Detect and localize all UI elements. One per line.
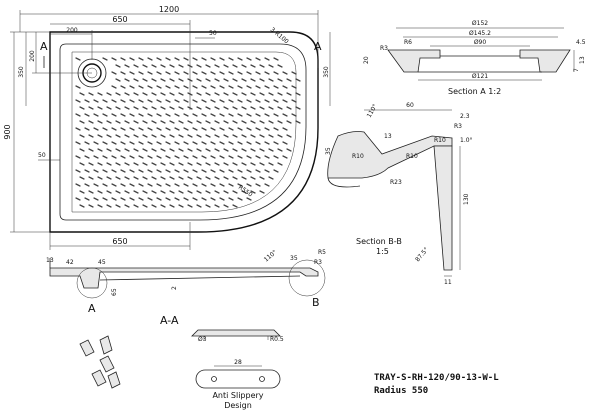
rim-skirt xyxy=(433,145,453,271)
dim-200-left: 200 xyxy=(29,50,36,62)
waste-h13: 13 xyxy=(579,56,586,64)
waste-h7: 7 xyxy=(573,68,580,72)
side-profile xyxy=(49,267,319,289)
dim-50-left: 50 xyxy=(38,152,46,159)
side-dim-35: 35 xyxy=(290,255,298,262)
waste-d121: Ø121 xyxy=(472,73,488,80)
product-radius: Radius 550 xyxy=(374,385,428,396)
section-a-right-marker: A xyxy=(314,40,322,53)
waste-h20: 20 xyxy=(363,56,370,64)
side-section-title: A-A xyxy=(160,314,179,327)
dim-width: 1200 xyxy=(159,5,179,14)
tray-inner-outline xyxy=(59,43,307,221)
tray-outer-outline xyxy=(49,31,319,233)
waste-h45: 4.5 xyxy=(576,39,586,46)
waste-d145: Ø145.2 xyxy=(469,30,491,37)
anti-slip-pattern xyxy=(75,57,301,208)
rim-dim-110: 110° xyxy=(366,103,379,119)
rim-dim-11: 11 xyxy=(444,279,452,286)
slip-caption-1: Anti Slippery xyxy=(212,391,263,400)
waste-d90: Ø90 xyxy=(474,39,487,46)
detail-circle-a xyxy=(76,267,108,299)
slip-bar-section xyxy=(191,329,281,337)
product-block: TRAY-S-RH-120/90-13-W-L Radius 550 xyxy=(374,373,499,396)
slip-hole-right xyxy=(259,376,265,382)
rim-section-title: Section B-B xyxy=(356,237,402,246)
rim-dim-10deg: 1.0° xyxy=(460,137,473,144)
waste-flange-right xyxy=(519,49,571,73)
dim-350-left: 350 xyxy=(18,66,25,78)
rim-angle-875: 87.5° xyxy=(414,246,430,263)
side-dim-13: 13 xyxy=(46,257,54,264)
side-section: 13 42 45 65 2 110° 35 R5 R3 A B A-A xyxy=(46,249,326,327)
rim-dim-130: 130 xyxy=(463,193,470,205)
dim-depth: 900 xyxy=(3,124,12,139)
waste-r3: R3 xyxy=(380,45,388,52)
rim-dim-35: 35 xyxy=(325,147,332,155)
slip-pins-illustration xyxy=(79,335,121,389)
dim-50-top: 50 xyxy=(209,30,217,37)
side-dim-45: 45 xyxy=(98,259,106,266)
plan-view: 1200 650 200 50 3-R100 900 350 200 A 50 … xyxy=(3,5,331,250)
side-dim-110: 110° xyxy=(263,249,279,264)
slip-top-outline xyxy=(195,369,281,389)
detail-circle-b xyxy=(288,259,326,297)
side-dim-2: 2 xyxy=(171,286,178,290)
rim-r10c: R10 xyxy=(406,153,418,160)
slip-detail: Ø3 R0.5 28 Anti Slippery Design xyxy=(79,329,284,410)
slip-caption-2: Design xyxy=(224,401,252,410)
rim-profile-upper xyxy=(327,131,453,179)
slip-d3: Ø3 xyxy=(198,336,207,343)
side-dim-65: 65 xyxy=(111,288,118,296)
dim-radius-top: 3-R100 xyxy=(269,26,290,45)
side-r5: R5 xyxy=(318,249,326,256)
product-code: TRAY-S-RH-120/90-13-W-L xyxy=(374,373,499,383)
anti-slip-area xyxy=(71,51,297,213)
side-dim-42: 42 xyxy=(66,259,74,266)
slip-dim-28: 28 xyxy=(234,359,242,366)
dim-350-right: 350 xyxy=(323,66,330,78)
rim-dim-23: 2.3 xyxy=(460,113,470,120)
slip-hole-left xyxy=(211,376,217,382)
section-a-left-marker: A xyxy=(40,40,48,53)
rim-r10a: R10 xyxy=(434,137,446,144)
rim-section-scale: 1:5 xyxy=(376,247,389,256)
rim-r10b: R10 xyxy=(352,153,364,160)
waste-flange-left xyxy=(387,49,441,73)
rim-section: 60 2.3 R3 110° 13 R10 R10 R10 1.0° 35 R2… xyxy=(325,102,473,286)
waste-d152: Ø152 xyxy=(472,20,488,27)
rim-r23: R23 xyxy=(390,179,402,186)
dim-200-top: 200 xyxy=(66,27,78,34)
waste-section-title: Section A 1:2 xyxy=(448,87,501,96)
waste-r6: R6 xyxy=(404,39,412,46)
dim-650-bottom: 650 xyxy=(112,237,127,246)
side-marker-a: A xyxy=(88,302,96,315)
rim-dim-60: 60 xyxy=(406,102,414,109)
slip-r05: R0.5 xyxy=(270,336,284,343)
waste-section: Ø152 Ø145.2 Ø90 R6 R3 Ø121 4.5 20 7 13 S… xyxy=(363,20,586,96)
rim-dim-13: 13 xyxy=(384,133,392,140)
dim-650-top: 650 xyxy=(112,15,127,24)
side-marker-b: B xyxy=(312,296,320,309)
side-r3: R3 xyxy=(314,259,322,266)
rim-r3: R3 xyxy=(454,123,462,130)
